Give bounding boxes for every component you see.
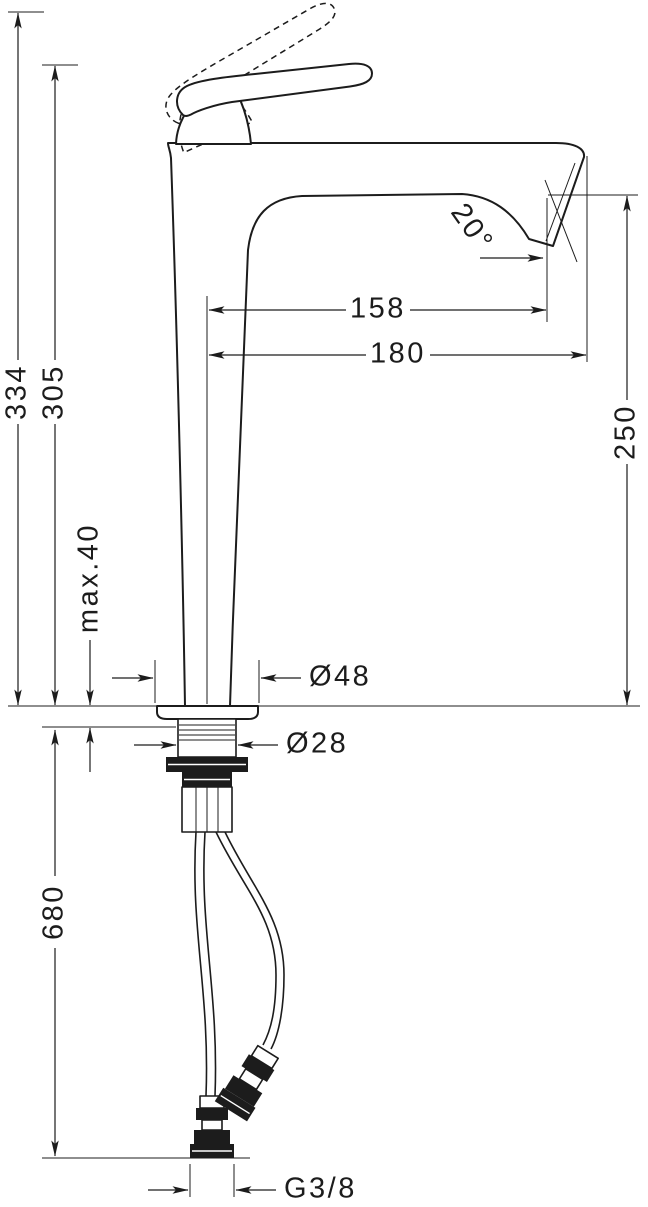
- handle-lever: [175, 62, 373, 145]
- dim-334-label: 334: [1, 364, 33, 420]
- outlet-angle-line: [544, 179, 578, 263]
- dim-g38-label: G3/8: [284, 1173, 357, 1205]
- dimension-d48: Ø48: [112, 660, 371, 703]
- dimension-305: 305: [38, 65, 70, 706]
- dim-d28-label: Ø28: [286, 728, 348, 760]
- dim-158-label: 158: [350, 293, 406, 325]
- dimension-158: 158: [208, 293, 547, 325]
- dim-250-label: 250: [610, 404, 642, 460]
- dimension-d28: Ø28: [134, 728, 348, 760]
- shaft-thread-lines: [179, 724, 235, 741]
- faucet-body-outline: [167, 142, 586, 707]
- dimension-g38: G3/8: [148, 1164, 357, 1205]
- dimension-334: 334: [1, 12, 33, 706]
- dim-20deg-label: 20°: [444, 198, 500, 258]
- dimension-180: 180: [208, 338, 587, 370]
- dimension-250: 250: [610, 195, 642, 706]
- dim-680-label: 680: [38, 884, 70, 940]
- faucet-body: [156, 142, 586, 1158]
- base-flange: [156, 705, 259, 720]
- dim-d48-label: Ø48: [309, 661, 371, 693]
- supply-hose-right: [215, 831, 277, 1046]
- hose-fitting-right: [214, 1044, 279, 1122]
- supply-hose-left: [194, 831, 208, 1097]
- dim-180-label: 180: [370, 338, 426, 370]
- dim-305-label: 305: [38, 364, 70, 420]
- dim-max40-label: max.40: [73, 523, 105, 633]
- dimension-680: 680: [38, 729, 70, 1157]
- dimension-max40: max.40: [73, 523, 105, 772]
- spout-outlet-inner-line: [545, 162, 576, 242]
- reference-lines: [8, 11, 640, 1159]
